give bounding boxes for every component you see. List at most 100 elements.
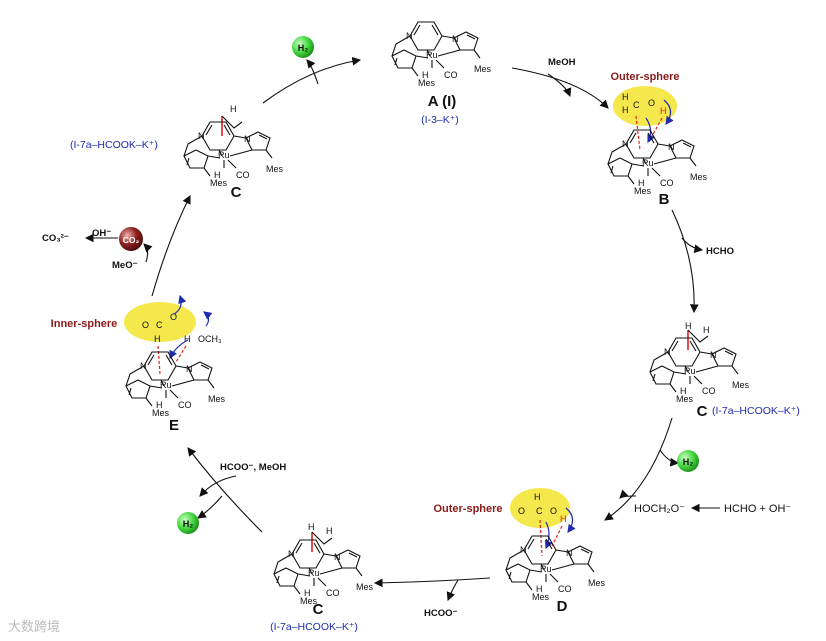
complex-c-bottom-co: CO (326, 588, 340, 598)
complex-a-n2: N (452, 34, 459, 44)
complex-c-bottom-n2: N (334, 552, 341, 562)
species-c-right-sublabel: (I-7a–HCOOK–K⁺) (712, 405, 800, 417)
complex-d-n1: N (520, 545, 527, 555)
c-right-h2: H (703, 325, 710, 335)
c-bottom-h1: H (308, 522, 315, 532)
arrow-c-to-e (187, 447, 263, 533)
arrow-h2-out-right (659, 449, 680, 467)
complex-b-ru: Ru (642, 158, 654, 168)
complex-d: Ru N N H CO Mes Mes (505, 535, 606, 602)
complex-a-mes2: Mes (474, 64, 492, 74)
complex-c-bottom-mes1: Mes (300, 596, 318, 606)
complex-a-ru: Ru (426, 50, 438, 60)
complex-c-bottom-mes2: Mes (356, 582, 374, 592)
complex-d-co: CO (558, 584, 572, 594)
arrow-hcoo-meoh-in (199, 475, 237, 497)
arrow-h2-out-left (197, 495, 223, 519)
e-methanol-och3: OCH₃ (198, 334, 222, 344)
complex-e-mes1: Mes (152, 408, 170, 418)
complex-a-h: H (422, 70, 429, 80)
d-hemiacetal-h: H (534, 492, 541, 502)
complex-c-bottom: Ru N N H CO Mes Mes (273, 539, 374, 606)
outer-sphere-label-b: Outer-sphere (610, 71, 679, 83)
inner-sphere-label-e: Inner-sphere (51, 318, 118, 330)
complex-e-mes2: Mes (208, 394, 226, 404)
hoch2o-label: HOCH₂O⁻ (634, 503, 685, 515)
arrow-c-to-a (262, 56, 362, 104)
complex-c-top-n1: N (198, 131, 205, 141)
complex-d-h: H (536, 584, 543, 594)
arrow-hoch2o-in (619, 489, 637, 499)
h2-ball-left (177, 512, 199, 534)
complex-b-n1: N (622, 139, 629, 149)
b-formaldehyde-c: C (633, 100, 640, 110)
outer-sphere-highlight-b (613, 86, 677, 126)
e-formate-h: H (154, 334, 161, 344)
complex-c-top-mes2: Mes (266, 164, 284, 174)
complex-c-right-mes1: Mes (676, 394, 694, 404)
arrow-d-to-c (373, 577, 491, 588)
complex-d-mes1: Mes (532, 592, 550, 602)
complex-c-right: Ru N N H CO Mes Mes (649, 337, 750, 404)
d-oh-h: H (560, 514, 567, 524)
species-c-bottom-sublabel: (I-7a–HCOOK–K⁺) (270, 621, 358, 633)
hcho-label: HCHO (706, 246, 734, 257)
e-formate-o2: O (170, 312, 177, 322)
arrow-meoh-in (547, 73, 572, 98)
complex-e-n2: N (186, 364, 193, 374)
complex-a-n1: N (406, 31, 413, 41)
complex-c-right-n2: N (710, 350, 717, 360)
d-hemiacetal-c: C (536, 506, 543, 516)
complex-c-top-co: CO (236, 170, 250, 180)
species-e-label: E (169, 417, 179, 434)
e-formate-c: C (156, 320, 163, 330)
d-hemiacetal-o2: O (550, 506, 557, 516)
species-d-label: D (557, 598, 568, 615)
complex-a-mes1: Mes (418, 78, 436, 88)
complex-e-co: CO (178, 400, 192, 410)
d-hemiacetal-o1: O (518, 506, 525, 516)
b-oh-h: H (660, 106, 667, 116)
species-c-bottom-label: C (313, 601, 324, 618)
arrow-h2-release-top (306, 59, 319, 85)
species-a-label: A (I) (428, 93, 457, 110)
complex-c-right-h: H (680, 386, 687, 396)
complex-e-h: H (156, 400, 163, 410)
complex-c-top-ru: Ru (218, 150, 230, 160)
co3-label: CO₃²⁻ (42, 233, 69, 244)
h2-ball-top (292, 36, 314, 58)
watermark-text: 大数跨境 (8, 619, 60, 634)
complex-c-right-co: CO (702, 386, 716, 396)
species-a-sublabel: (I-3–K⁺) (421, 114, 459, 126)
complex-c-right-mes2: Mes (732, 380, 750, 390)
complex-b-mes1: Mes (634, 186, 652, 196)
arrow-hcoo-out (446, 579, 459, 602)
c-bottom-h2: H (326, 526, 333, 536)
b-formaldehyde-h2: H (622, 105, 629, 115)
arrow-b-to-c (671, 209, 699, 314)
e-methanol-h: H (184, 334, 191, 344)
meoh-label: MeOH (548, 57, 576, 68)
complex-b: Ru N N H CO Mes Mes (607, 129, 708, 196)
h2-right-label: H₂ (683, 457, 694, 467)
complex-d-mes2: Mes (588, 578, 606, 588)
arrow-hcho-out (681, 237, 704, 254)
complex-c-right-ru: Ru (684, 366, 696, 376)
species-c-right-label: C (697, 403, 708, 420)
arrow-e-to-c (151, 195, 191, 297)
e-formate-o1: O (142, 320, 149, 330)
species-b-label: B (659, 191, 670, 208)
complex-c-right-n1: N (664, 347, 671, 357)
hcoo-meoh-label: HCOO⁻, MeOH (220, 462, 286, 473)
outer-sphere-highlight-d (510, 488, 570, 528)
c-top-h: H (230, 104, 237, 114)
complex-d-n2: N (566, 548, 573, 558)
complex-b-co: CO (660, 178, 674, 188)
meo-label: MeO⁻ (112, 260, 138, 271)
complex-a: Ru N N H CO Mes Mes (391, 21, 492, 88)
outer-sphere-label-d: Outer-sphere (433, 503, 502, 515)
complex-c-top-mes1: Mes (210, 178, 228, 188)
c-right-h1: H (685, 321, 692, 331)
b-formaldehyde-o: O (648, 98, 655, 108)
